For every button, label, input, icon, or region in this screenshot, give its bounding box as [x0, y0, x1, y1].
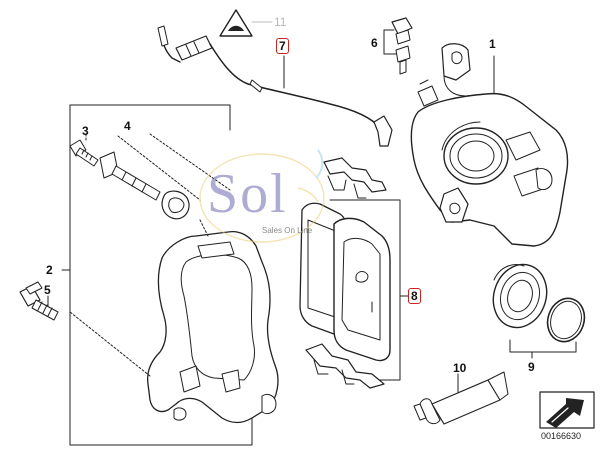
watermark-subtitle: Sales On Line — [262, 226, 313, 235]
callout-triangle-symbol: 11 — [274, 15, 287, 29]
piston-seal-kit — [492, 263, 586, 359]
callout-seal-kit: 9 — [528, 360, 535, 374]
diagram-number: 00166630 — [541, 431, 582, 441]
brake-pad-outer — [333, 217, 391, 362]
watermark-text: Sol — [207, 163, 288, 225]
callout-carrier-bolt: 5 — [44, 283, 51, 297]
arrow-badge-icon — [539, 391, 595, 429]
anti-rattle-spring-bottom — [305, 343, 385, 389]
callout-wear-sensor: 7 — [276, 38, 289, 54]
carrier-bolt — [19, 281, 59, 321]
callout-guide-pin: 4 — [124, 119, 131, 133]
anti-rattle-spring-top — [323, 157, 387, 199]
callout-bolt: 3 — [82, 124, 89, 138]
caliper-housing — [410, 43, 569, 247]
watermark-logo — [199, 149, 325, 243]
lubricant-tube — [413, 371, 509, 425]
wear-sensor — [157, 25, 393, 147]
callout-carrier: 2 — [46, 263, 53, 277]
callout-brake-pads: 8 — [408, 288, 421, 304]
carrier-group-frame — [61, 104, 253, 446]
bleeder-valve — [383, 17, 413, 75]
callout-bleeder-valve: 6 — [371, 36, 378, 50]
callout-caliper-housing: 1 — [489, 37, 496, 51]
caliper-carrier — [69, 219, 279, 424]
callout-lubricant: 10 — [453, 361, 467, 375]
pad-group-frame — [329, 199, 409, 381]
bolt-and-guide-pin — [69, 131, 231, 220]
triangle-warning-icon — [219, 9, 273, 37]
